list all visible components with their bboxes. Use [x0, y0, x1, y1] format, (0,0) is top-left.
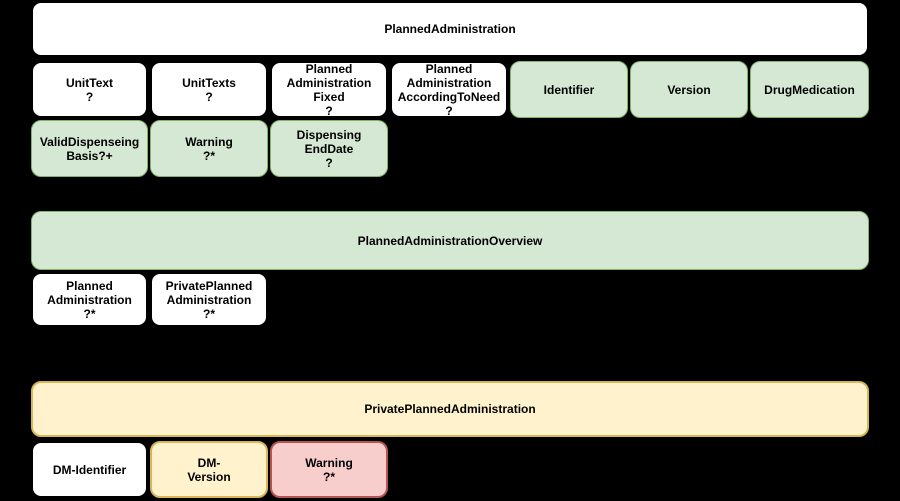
node-version[interactable]: Version [630, 61, 748, 118]
node-identifier[interactable]: Identifier [510, 61, 628, 118]
node-planned-administration-accordingtoneed[interactable]: Planned Administration AccordingToNeed ? [390, 61, 508, 118]
node-planned-administration-ref[interactable]: Planned Administration ?* [31, 272, 148, 327]
node-warning-dm[interactable]: Warning ?* [270, 441, 388, 498]
node-unittext[interactable]: UnitText ? [31, 61, 148, 118]
node-dm-version[interactable]: DM- Version [150, 441, 268, 498]
node-planned-administration[interactable]: PlannedAdministration [31, 1, 869, 57]
node-dm-identifier[interactable]: DM-Identifier [31, 441, 148, 498]
node-unittexts[interactable]: UnitTexts ? [150, 61, 268, 118]
node-planned-administration-fixed[interactable]: Planned Administration Fixed ? [270, 61, 388, 118]
node-private-planned-administration[interactable]: PrivatePlannedAdministration [31, 381, 869, 437]
node-warning[interactable]: Warning ?* [150, 120, 268, 177]
node-planned-administration-overview[interactable]: PlannedAdministrationOverview [31, 211, 869, 270]
node-drugmedication[interactable]: DrugMedication [750, 61, 869, 118]
node-privateplanned-administration-ref[interactable]: PrivatePlanned Administration ?* [150, 272, 268, 327]
node-dispensing-enddate[interactable]: Dispensing EndDate ? [270, 120, 388, 177]
node-validdispenseing-basis[interactable]: ValidDispenseing Basis?+ [31, 120, 148, 177]
